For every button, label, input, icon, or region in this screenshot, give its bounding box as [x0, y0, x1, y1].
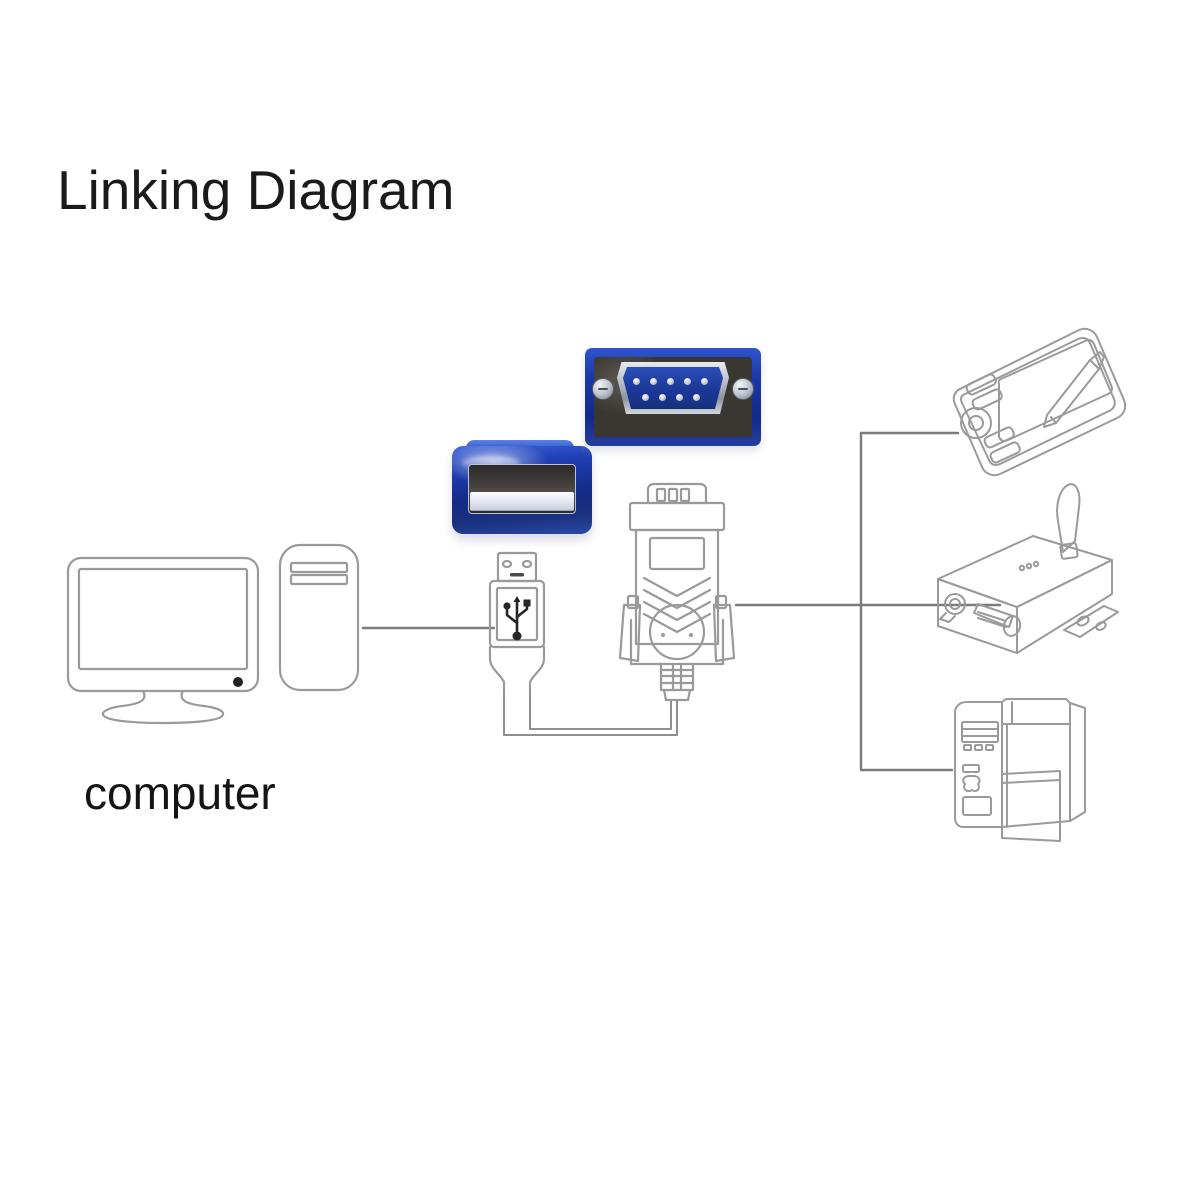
- computer-tower: [278, 543, 360, 692]
- computer-monitor: [66, 556, 260, 725]
- wireless-serial-device: [937, 483, 1119, 654]
- graphics-tablet: [952, 327, 1127, 477]
- db9-pin: [667, 378, 674, 385]
- usb-symbol-icon: [503, 596, 531, 641]
- db9-serial-adapter-line-art: [618, 482, 736, 702]
- db9-pin: [684, 378, 691, 385]
- label-printer: [954, 698, 1086, 842]
- db9-pin: [650, 378, 657, 385]
- db9-pin: [693, 394, 700, 401]
- page-title: Linking Diagram: [57, 159, 455, 221]
- usb-port-insert: [470, 492, 574, 511]
- db9-pin: [642, 394, 649, 401]
- db9-pin: [633, 378, 640, 385]
- db9-screw-post-right: [732, 378, 754, 400]
- usb-a-female-connector-photo: [452, 440, 592, 542]
- usb-cable-loop: [503, 689, 678, 736]
- db9-pin: [659, 394, 666, 401]
- connection-lines: [361, 431, 1002, 772]
- db9-pin: [676, 394, 683, 401]
- db9-pin: [701, 378, 708, 385]
- db9-insulator: [623, 367, 723, 409]
- db9-screw-post-left: [592, 378, 614, 400]
- computer-label: computer: [84, 767, 276, 819]
- db9-male-connector-photo: [585, 348, 761, 446]
